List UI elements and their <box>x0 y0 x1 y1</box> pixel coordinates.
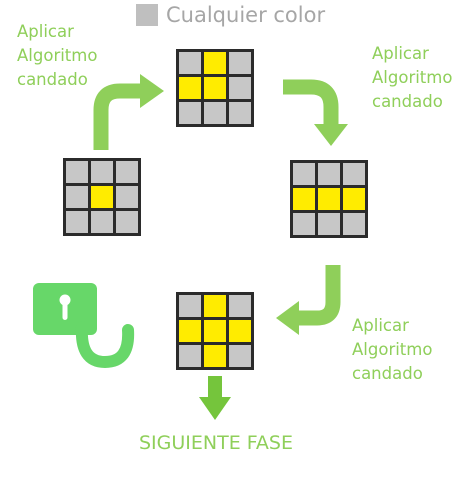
gray-sticker <box>179 52 201 74</box>
gray-sticker <box>91 211 113 233</box>
step-label-2: Aplicar Algoritmo candado <box>372 42 452 114</box>
gray-sticker <box>293 213 315 235</box>
step-label-line: Aplicar <box>372 44 429 63</box>
step-label-1: Aplicar Algoritmo candado <box>17 20 97 92</box>
gray-swatch <box>136 4 158 26</box>
yellow-sticker <box>293 188 315 210</box>
yellow-sticker <box>204 52 226 74</box>
cube-face-after-step2 <box>290 160 368 238</box>
yellow-sticker <box>204 320 226 342</box>
gray-sticker <box>66 161 88 183</box>
gray-sticker <box>293 163 315 185</box>
curved-arrow-icon <box>276 265 341 335</box>
curved-arrow-icon <box>93 74 164 150</box>
gray-sticker <box>66 186 88 208</box>
gray-sticker <box>179 102 201 124</box>
gray-sticker <box>229 295 251 317</box>
yellow-sticker <box>318 188 340 210</box>
legend-label: Cualquier color <box>166 3 326 27</box>
gray-sticker <box>179 345 201 367</box>
yellow-sticker <box>91 186 113 208</box>
cube-face-start <box>63 158 141 236</box>
gray-sticker <box>91 161 113 183</box>
lock-icon <box>33 283 135 369</box>
legend: Cualquier color <box>136 3 325 27</box>
yellow-sticker <box>204 345 226 367</box>
down-arrow-icon <box>199 376 231 420</box>
cube-face-after-step3 <box>176 292 254 370</box>
gray-sticker <box>179 295 201 317</box>
next-phase-label: SIGUIENTE FASE <box>138 432 293 454</box>
step-label-line: candado <box>17 70 88 89</box>
step-label-line: candado <box>372 92 443 111</box>
yellow-sticker <box>179 320 201 342</box>
gray-sticker <box>204 102 226 124</box>
yellow-sticker <box>343 188 365 210</box>
step-label-3: Aplicar Algoritmo candado <box>352 314 432 386</box>
step-label-line: candado <box>352 364 423 383</box>
gray-sticker <box>116 186 138 208</box>
gray-sticker <box>343 163 365 185</box>
curved-arrow-icon <box>283 79 348 146</box>
gray-sticker <box>229 52 251 74</box>
gray-sticker <box>116 161 138 183</box>
gray-sticker <box>229 102 251 124</box>
gray-sticker <box>66 211 88 233</box>
cube-face-after-step1 <box>176 49 254 127</box>
step-label-line: Aplicar <box>17 22 74 41</box>
gray-sticker <box>229 345 251 367</box>
step-label-line: Algoritmo <box>352 340 433 359</box>
gray-sticker <box>116 211 138 233</box>
yellow-sticker <box>179 77 201 99</box>
gray-sticker <box>343 213 365 235</box>
step-label-line: Algoritmo <box>17 46 98 65</box>
yellow-sticker <box>204 295 226 317</box>
gray-sticker <box>318 163 340 185</box>
yellow-sticker <box>204 77 226 99</box>
gray-sticker <box>318 213 340 235</box>
gray-sticker <box>229 77 251 99</box>
yellow-sticker <box>229 320 251 342</box>
step-label-line: Aplicar <box>352 316 409 335</box>
step-label-line: Algoritmo <box>372 68 453 87</box>
